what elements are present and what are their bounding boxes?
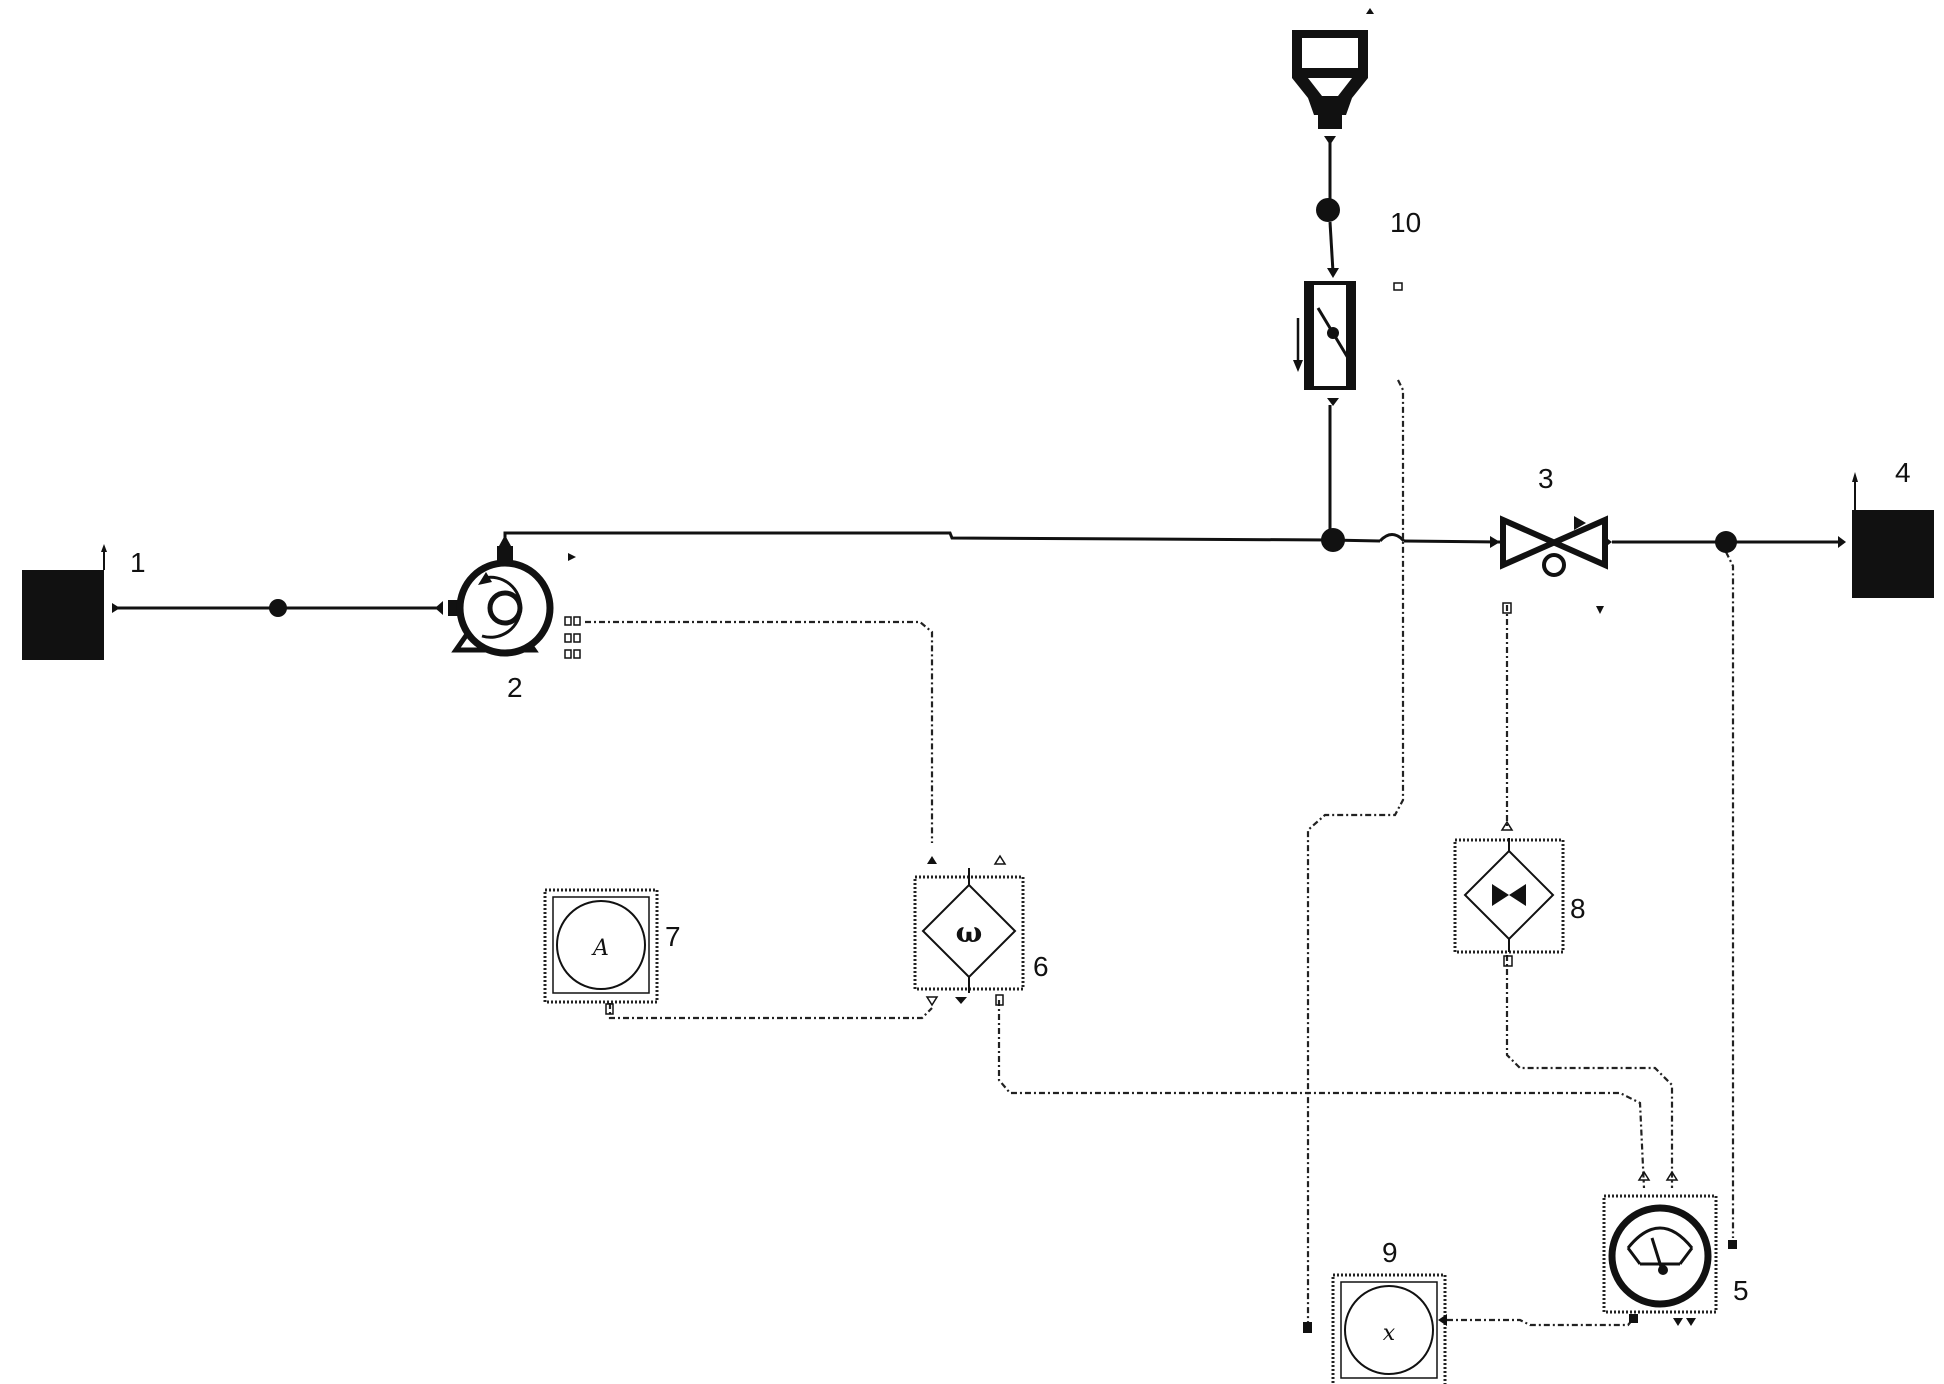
- pump: [435, 535, 581, 659]
- junction-dot-accumulator: [1316, 198, 1340, 222]
- line-hop-to-valve: [1403, 539, 1501, 544]
- block-6: ω: [913, 854, 1025, 1007]
- junction-dot-main: [1321, 528, 1345, 552]
- label-1: 1: [130, 547, 146, 578]
- label-9: 9: [1382, 1237, 1398, 1268]
- label-2: 2: [507, 672, 523, 703]
- tank-source: [22, 544, 120, 660]
- line-crossover-hop: [1378, 533, 1406, 543]
- block-6-glyph: ω: [956, 916, 983, 949]
- tank-source-body: [22, 570, 104, 660]
- tank-return: [1838, 472, 1934, 598]
- valve-symbol-icon: [1492, 884, 1509, 906]
- check-valve: [1293, 268, 1403, 406]
- signal-gauge-to-block9: [1447, 1317, 1635, 1327]
- line-pump-to-junction: [503, 531, 1331, 542]
- component-labels: 1 2 3 4 5 6 7 8 9 10: [130, 207, 1911, 1306]
- label-8: 8: [1570, 893, 1586, 924]
- throttle-valve: [1490, 515, 1612, 614]
- label-3: 3: [1538, 463, 1554, 494]
- signal-pump-to-block6: [585, 620, 934, 843]
- block-7-glyph: A: [591, 936, 609, 961]
- signal-tank-line-to-gauge: [1725, 551, 1735, 1238]
- throttle-valve-bowtie: [1500, 515, 1608, 570]
- junction-dot-source-line: [269, 599, 287, 617]
- gauge-dial: [1608, 1204, 1712, 1308]
- signal-block7-to-block6: [608, 1003, 933, 1020]
- label-4: 4: [1895, 457, 1911, 488]
- block-9: x: [1303, 1273, 1447, 1384]
- accumulator: [1292, 8, 1374, 145]
- rotation-arrow-icon: [481, 575, 523, 639]
- label-10: 10: [1390, 207, 1421, 238]
- pump-housing: [456, 559, 554, 657]
- label-5: 5: [1733, 1275, 1749, 1306]
- junction-dot-tank-line: [1715, 531, 1737, 553]
- line-dot-to-check-valve: [1328, 221, 1335, 273]
- block-9-glyph: x: [1383, 1321, 1396, 1346]
- gauge-needle-icon: [1650, 1237, 1664, 1271]
- gauge: [1602, 1170, 1737, 1326]
- signal-check-valve-to-block9: [1306, 379, 1405, 1330]
- block-7: A: [543, 888, 659, 1015]
- label-6: 6: [1033, 951, 1049, 982]
- block-8: [1453, 820, 1565, 967]
- signal-block6-to-gauge: [997, 1000, 1646, 1189]
- signal-block8-to-gauge: [1505, 955, 1674, 1188]
- tank-return-body: [1852, 510, 1934, 598]
- label-7: 7: [665, 921, 681, 952]
